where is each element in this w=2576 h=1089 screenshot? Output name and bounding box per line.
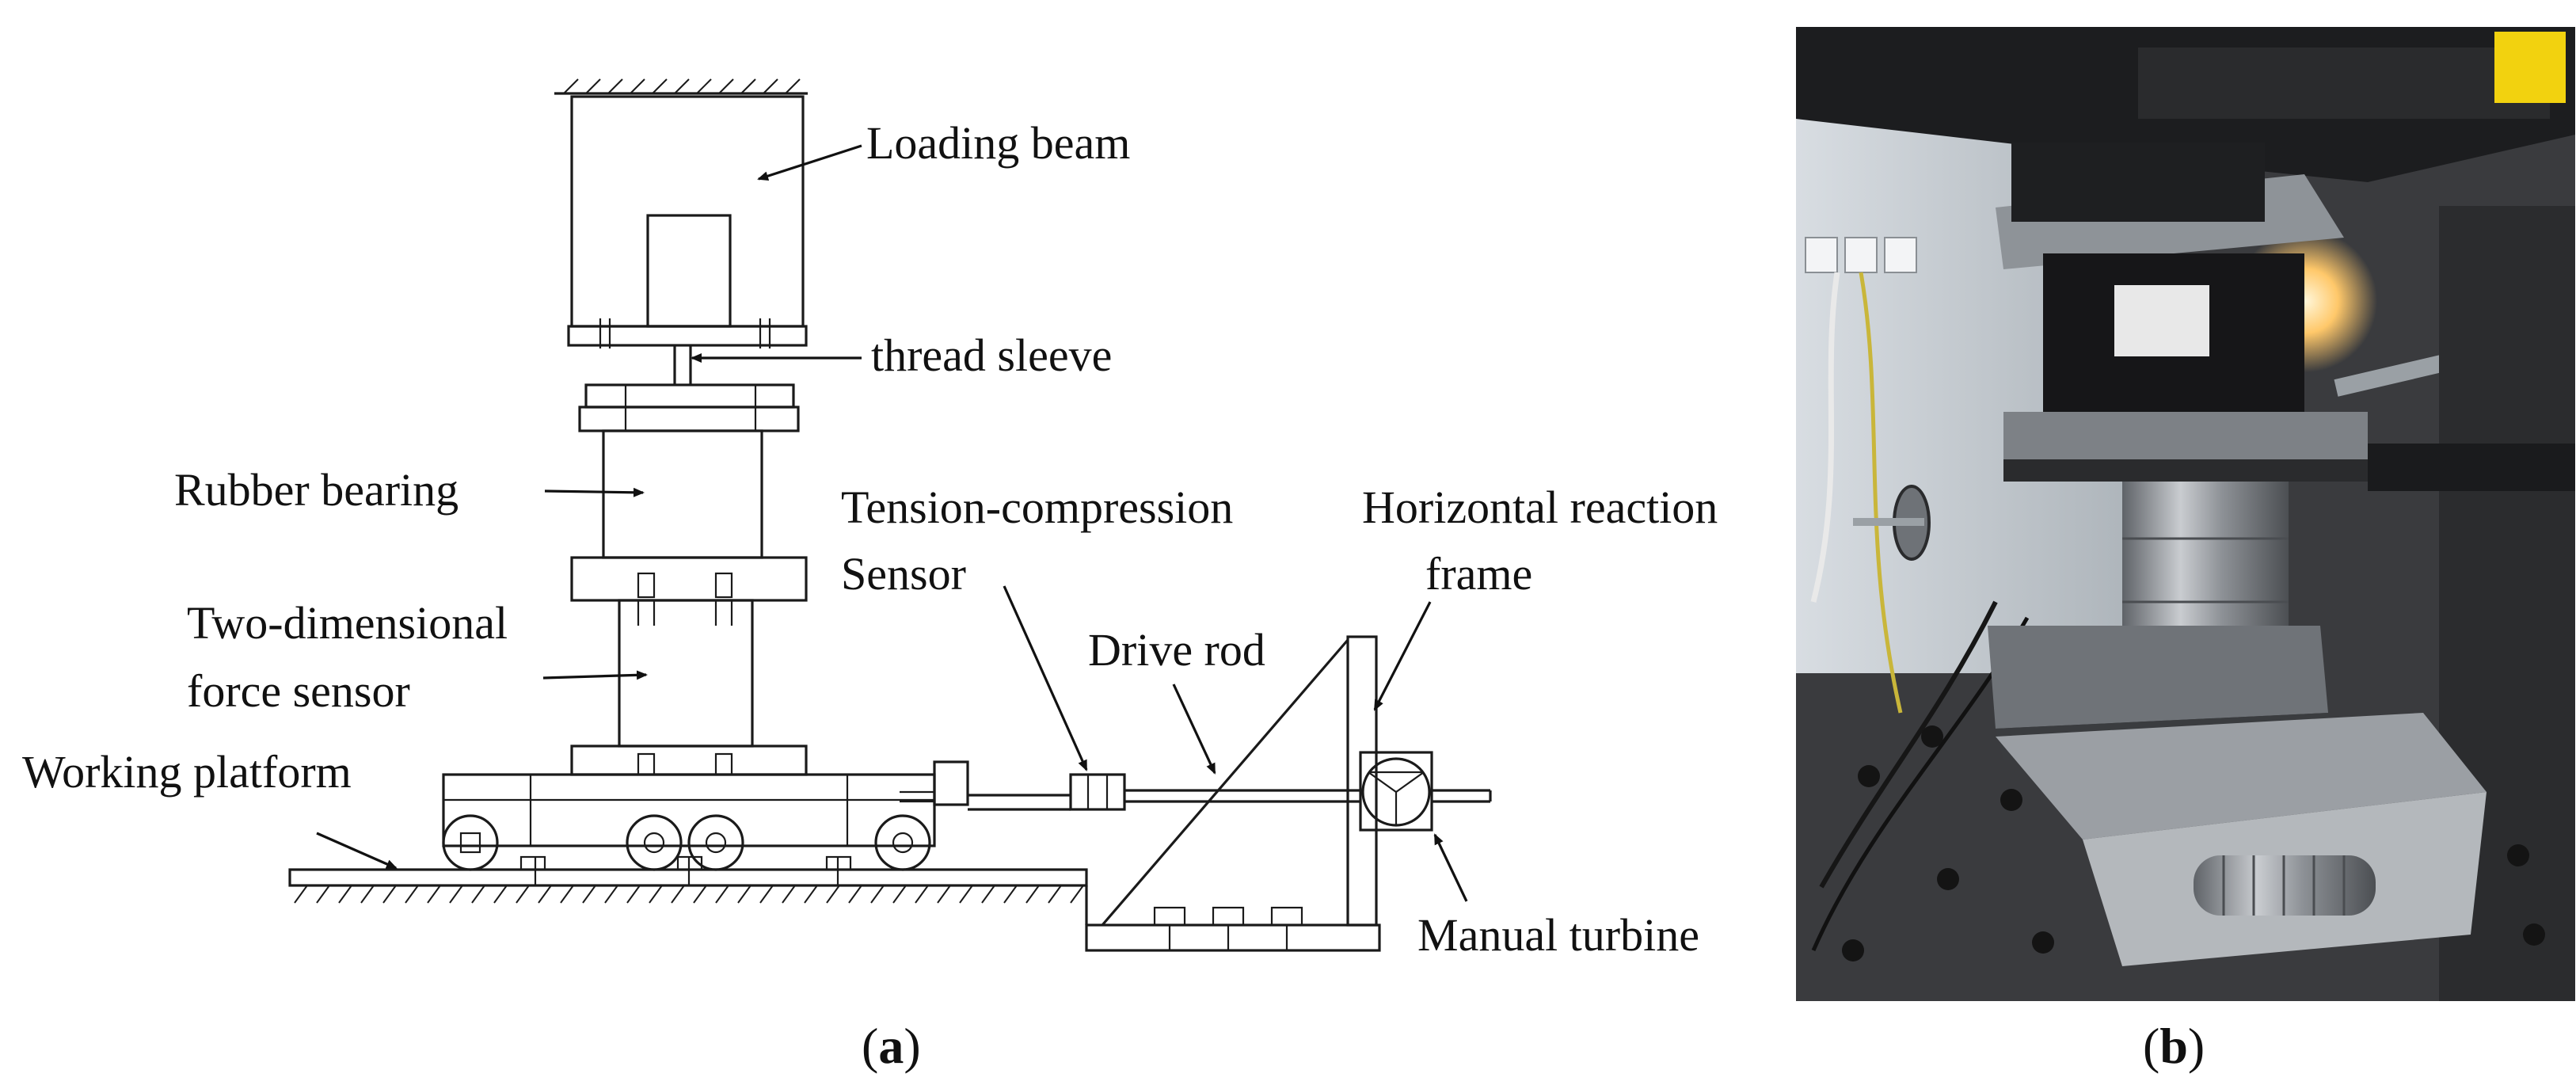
label-two-dim-1: Two-dimensional [187, 597, 508, 649]
thread-sleeve [673, 345, 692, 385]
label-horizontal-1: Horizontal reaction [1362, 482, 1718, 533]
diagram-a: Loading beam thread sleeve Rubber bearin… [22, 78, 1718, 961]
arrow-rubber-bearing [544, 487, 645, 497]
label-horizontal-2: frame [1425, 548, 1532, 600]
label-tension-1: Tension-compression [841, 482, 1233, 533]
loading-beam [567, 95, 808, 348]
force-sensor [570, 599, 808, 776]
arrow-tension-sensor [1003, 585, 1088, 771]
wall-sockets [1805, 237, 1917, 273]
arrow-force-sensor [542, 670, 648, 680]
manual-turbine [1359, 751, 1433, 832]
label-thread-sleeve: thread sleeve [871, 329, 1112, 381]
warning-sticker [2494, 32, 2566, 103]
label-rubber-bearing: Rubber bearing [174, 464, 459, 516]
floor-bolts [1842, 725, 2545, 961]
reaction-frame [1085, 635, 1381, 952]
label-manual-turbine: Manual turbine [1417, 909, 1699, 961]
label-drive-rod: Drive rod [1088, 624, 1265, 676]
sliding-carriage [1996, 713, 2487, 840]
label-two-dim-2: force sensor [187, 665, 410, 717]
sensor-base [1988, 626, 2328, 729]
photo-b [1796, 27, 2575, 1001]
caption-b: (b) [2143, 1018, 2205, 1074]
arrow-drive-rod [1172, 683, 1216, 775]
working-platform [288, 855, 1088, 904]
caption-a: (a) [862, 1018, 921, 1074]
arrow-working-platform [316, 832, 398, 870]
specimen-label [2114, 285, 2209, 356]
carriage-wheels [442, 814, 931, 871]
label-loading-beam: Loading beam [866, 117, 1130, 169]
arrow-reaction-frame [1373, 601, 1432, 711]
arrow-loading-beam [757, 144, 862, 181]
label-tension-2: Sensor [841, 548, 966, 600]
drive-rod [968, 773, 1492, 811]
label-working-platform: Working platform [22, 746, 352, 798]
arrow-manual-turbine [1433, 833, 1468, 902]
rubber-bearing [570, 383, 808, 602]
carriage [442, 760, 969, 871]
ceiling-hatch [554, 78, 808, 95]
rollers [2194, 855, 2376, 916]
